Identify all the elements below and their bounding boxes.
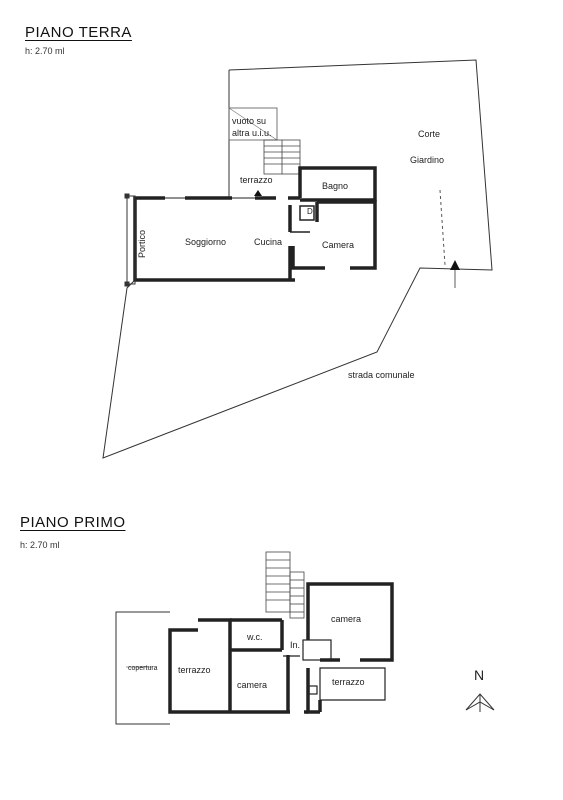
- copertura-outline: [115, 611, 170, 725]
- label-terrazzo-ground: terrazzo: [240, 175, 273, 185]
- north-arrow-icon: [465, 693, 495, 712]
- first-walls: [168, 582, 394, 714]
- label-d: D.: [307, 207, 315, 216]
- label-portico: Portico: [137, 230, 147, 258]
- north-label: N: [474, 667, 484, 683]
- label-cucina: Cucina: [254, 237, 282, 247]
- label-camera-ne: camera: [331, 614, 361, 624]
- void-area: [228, 107, 278, 141]
- ground-floor-title: PIANO TERRA: [25, 24, 132, 41]
- label-ing: In.: [290, 640, 300, 650]
- ground-stairs: [263, 139, 301, 175]
- ground-walls: [133, 166, 377, 282]
- label-bagno: Bagno: [322, 181, 348, 191]
- portico: [124, 193, 136, 287]
- label-camera-ground: Camera: [322, 240, 354, 250]
- label-terrazzo-east: terrazzo: [332, 677, 365, 687]
- label-terrazzo-west: terrazzo: [178, 665, 211, 675]
- first-floor-title: PIANO PRIMO: [20, 514, 126, 531]
- lot-boundary: [102, 59, 493, 459]
- label-copertura: copertura: [128, 665, 158, 672]
- label-strada: strada comunale: [348, 370, 415, 380]
- label-camera-s: camera: [237, 680, 267, 690]
- void-hatch: [228, 107, 278, 141]
- first-floor-height: h: 2.70 ml: [20, 540, 60, 550]
- first-interior: [283, 639, 386, 701]
- first-stairs: [265, 551, 305, 619]
- label-giardino: Giardino: [410, 155, 444, 165]
- entry-arrow-icon: [254, 190, 262, 196]
- label-altra: altra u.i.u.: [232, 128, 272, 138]
- ground-floor-height: h: 2.70 ml: [25, 46, 65, 56]
- label-soggiorno: Soggiorno: [185, 237, 226, 247]
- label-vuoto: vuoto su: [232, 116, 266, 126]
- dashed-edge: [439, 189, 446, 266]
- label-corte: Corte: [418, 129, 440, 139]
- label-wc: w.c.: [246, 632, 263, 642]
- ground-interior: [290, 205, 315, 233]
- ground-windows: [150, 197, 270, 281]
- ground-north-marker-icon: [450, 260, 460, 270]
